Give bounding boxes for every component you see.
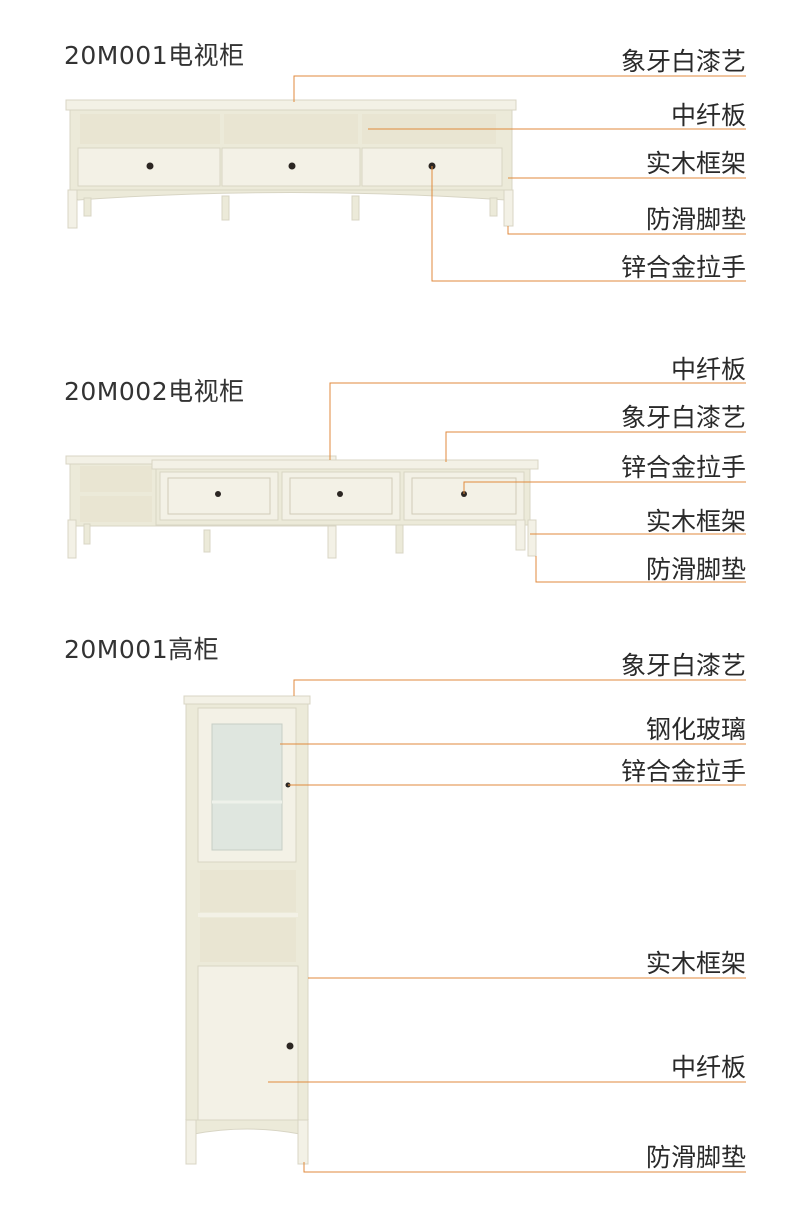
tall-cabinet-20m001-image <box>183 695 311 1165</box>
label-ivory-lacquer: 象牙白漆艺 <box>620 403 746 432</box>
label-ivory-lacquer: 象牙白漆艺 <box>620 651 746 680</box>
label-anti-slip-pad: 防滑脚垫 <box>645 555 746 584</box>
label-solid-wood-frame: 实木框架 <box>645 507 746 536</box>
label-zinc-alloy-handle: 锌合金拉手 <box>620 757 746 786</box>
tv-cabinet-20m001-image <box>65 99 517 229</box>
label-solid-wood-frame: 实木框架 <box>645 149 746 178</box>
label-zinc-alloy-handle: 锌合金拉手 <box>620 453 746 482</box>
tv-cabinet-20m002-image <box>65 455 539 559</box>
label-zinc-alloy-handle: 锌合金拉手 <box>620 253 746 282</box>
label-ivory-lacquer: 象牙白漆艺 <box>620 47 746 76</box>
section-2-title: 20M002电视柜 <box>64 377 245 406</box>
section-3-title: 20M001高柜 <box>64 635 220 664</box>
label-tempered-glass: 钢化玻璃 <box>645 715 746 744</box>
label-anti-slip-pad: 防滑脚垫 <box>645 205 746 234</box>
label-mdf: 中纤板 <box>670 1053 746 1082</box>
label-mdf: 中纤板 <box>670 355 746 384</box>
label-solid-wood-frame: 实木框架 <box>645 949 746 978</box>
label-mdf: 中纤板 <box>670 101 746 130</box>
label-anti-slip-pad: 防滑脚垫 <box>645 1143 746 1172</box>
section-1-title: 20M001电视柜 <box>64 41 245 70</box>
